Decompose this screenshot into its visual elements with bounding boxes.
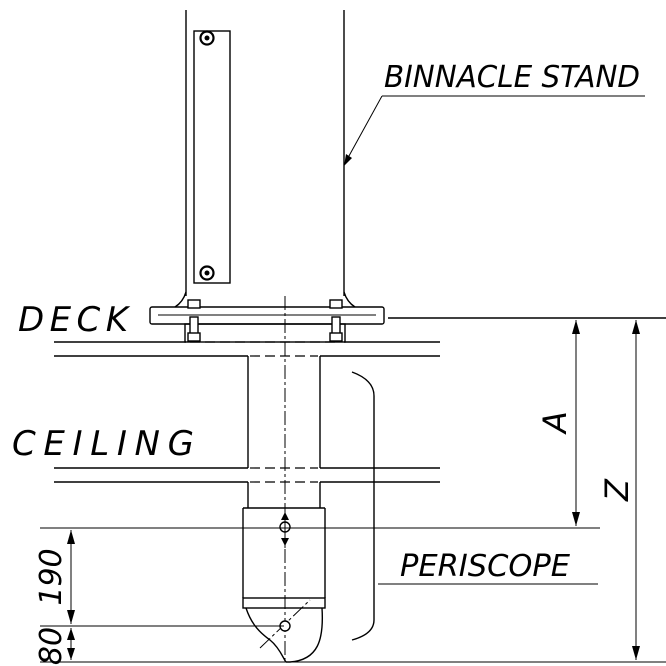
deck-label: DECK xyxy=(18,300,131,340)
deck-structure xyxy=(54,317,666,357)
binnacle-stand-leader xyxy=(343,95,645,166)
periscope-tube xyxy=(242,356,326,663)
ceiling-structure xyxy=(54,467,440,483)
flange-bolt-right xyxy=(329,299,343,342)
dimension-190-label: 190 xyxy=(34,548,69,605)
periscope-label: PERISCOPE xyxy=(400,549,570,584)
dimension-190 xyxy=(67,530,75,624)
dimension-80 xyxy=(67,628,75,660)
flange-bolt-left xyxy=(187,299,201,342)
dimension-a xyxy=(572,320,580,526)
cover-bolt-bottom xyxy=(199,265,215,281)
binnacle-stand-label: BINNACLE STAND xyxy=(384,60,640,95)
cover-bolt-top xyxy=(199,30,215,46)
base-flange xyxy=(149,306,385,343)
periscope-guard xyxy=(351,371,375,641)
binnacle-stand-column xyxy=(174,10,356,308)
dimension-z-label: Z xyxy=(598,478,636,502)
dimension-a-label: A xyxy=(536,411,574,435)
ceiling-label: CEILING xyxy=(12,424,194,464)
dimension-80-label: 80 xyxy=(34,627,69,665)
upper-eyepiece-marker xyxy=(279,510,291,548)
dimension-z xyxy=(632,320,640,660)
